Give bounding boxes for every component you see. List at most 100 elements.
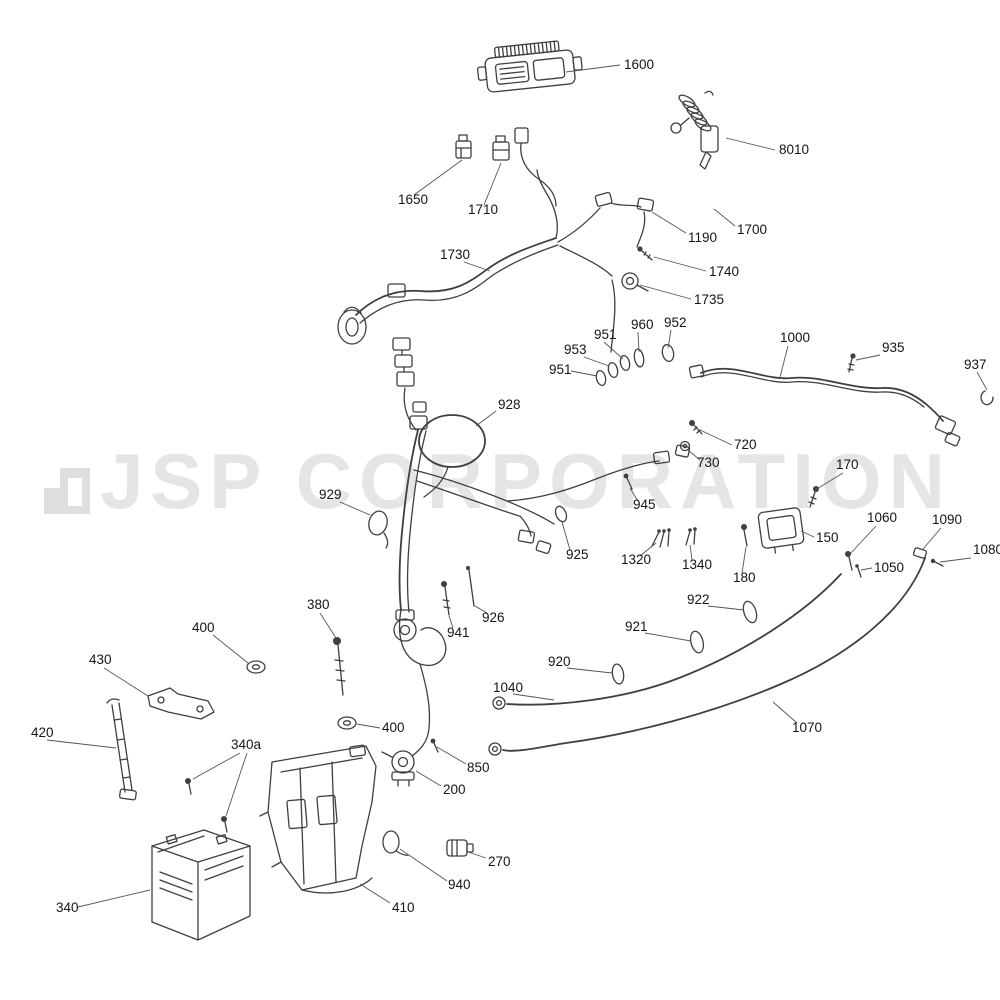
part-art-bolt-180: [741, 524, 748, 547]
part-label-1080: 1080: [973, 542, 1000, 557]
part-art-connector-270: [446, 839, 474, 857]
part-art-ring-921: [689, 630, 705, 654]
part-label-1070: 1070: [792, 720, 822, 735]
watermark: JSP CORPORATION: [44, 437, 952, 525]
part-label-941: 941: [447, 625, 470, 640]
part-label-926: 926: [482, 610, 505, 625]
watermark-text: JSP CORPORATION: [100, 437, 952, 525]
part-art-switch-200: [381, 750, 415, 787]
part-art-module-150: [757, 507, 805, 554]
part-label-1340: 1340: [682, 557, 712, 572]
leader-lines: [46, 64, 988, 908]
part-label-925: 925: [566, 547, 589, 562]
part-art-ring-951-upper: [619, 354, 631, 372]
part-label-270: 270: [488, 854, 511, 869]
part-label-410: 410: [392, 900, 415, 915]
part-label-420: 420: [31, 725, 54, 740]
part-art-ring-952: [661, 343, 675, 363]
part-labels: 1600 8010 1650 1710 1190 1700 1730 1740 …: [31, 57, 1000, 915]
part-label-1700: 1700: [737, 222, 767, 237]
part-label-1730: 1730: [440, 247, 470, 262]
part-art-fitting-1090: [912, 547, 928, 559]
part-label-922: 922: [687, 592, 710, 607]
part-art-tether-8010: [670, 90, 719, 170]
part-label-730: 730: [697, 455, 720, 470]
part-label-935: 935: [882, 340, 905, 355]
part-label-1000: 1000: [780, 330, 810, 345]
part-art-bolt-380: [333, 637, 346, 696]
part-art-washer-730: [679, 440, 691, 452]
part-label-150: 150: [816, 530, 839, 545]
part-label-1060: 1060: [867, 510, 897, 525]
part-label-430: 430: [89, 652, 112, 667]
part-label-921: 921: [625, 619, 648, 634]
part-art-bolt-941: [441, 581, 451, 616]
part-label-1090: 1090: [932, 512, 962, 527]
part-art-wire-loop-928: [418, 414, 486, 498]
part-art-screws-1320: [651, 528, 671, 548]
watermark-logo-icon: [44, 468, 90, 514]
part-art-ecu-1600: [476, 40, 583, 93]
part-art-sensor-1735: [621, 272, 649, 292]
part-art-ring-922: [742, 600, 758, 624]
part-art-screw-1060: [845, 551, 853, 571]
part-art-cable-1000: [688, 364, 961, 447]
part-art-clip-937: [980, 390, 994, 406]
part-art-tray-410: [259, 744, 377, 894]
part-art-battery-340: [151, 829, 251, 941]
part-art-cable-1040: [492, 573, 842, 710]
part-art-bolts-340a: [185, 778, 228, 833]
part-art-washer-400-right: [337, 716, 357, 730]
part-art-ring-920: [611, 663, 625, 685]
part-label-1320: 1320: [621, 552, 651, 567]
part-label-920: 920: [548, 654, 571, 669]
part-label-400-left: 400: [192, 620, 215, 635]
part-label-1735: 1735: [694, 292, 724, 307]
part-art-rod-420: [106, 698, 137, 801]
part-art-screw-935: [847, 353, 856, 373]
part-label-380: 380: [307, 597, 330, 612]
part-art-cable-1070: [488, 557, 926, 756]
part-art-wire-929: [368, 510, 389, 549]
part-art-ring-925: [554, 505, 568, 523]
part-art-bracket-430: [147, 687, 215, 720]
part-art-washer-400-left: [246, 660, 266, 674]
diagram-art: [106, 40, 994, 941]
part-label-1600: 1600: [624, 57, 654, 72]
part-label-400-right: 400: [382, 720, 405, 735]
part-art-ring-951-lower: [595, 369, 607, 387]
part-art-harness-1730: [337, 169, 655, 431]
part-label-1040: 1040: [493, 680, 523, 695]
part-art-pin-926: [466, 566, 475, 607]
part-art-connector-1650: [455, 134, 472, 159]
part-label-180: 180: [733, 570, 756, 585]
part-label-953: 953: [564, 342, 587, 357]
part-label-937: 937: [964, 357, 987, 372]
part-label-960: 960: [631, 317, 654, 332]
part-art-clamp-940: [382, 830, 409, 856]
part-art-connector-1710: [492, 135, 510, 161]
part-label-340: 340: [56, 900, 79, 915]
part-label-1050: 1050: [874, 560, 904, 575]
part-label-200: 200: [443, 782, 466, 797]
part-art-ring-960: [633, 348, 645, 368]
part-art-screws-1340: [685, 527, 697, 546]
part-label-340a: 340a: [231, 737, 262, 752]
part-label-1650: 1650: [398, 192, 428, 207]
part-art-harness-main: [393, 401, 691, 757]
part-art-screw-850: [430, 738, 439, 753]
part-label-8010: 8010: [779, 142, 809, 157]
part-label-1710: 1710: [468, 202, 498, 217]
part-label-928: 928: [498, 397, 521, 412]
part-art-ring-953: [607, 361, 619, 379]
part-label-850: 850: [467, 760, 490, 775]
part-label-720: 720: [734, 437, 757, 452]
part-art-pin-1050: [855, 564, 862, 578]
part-label-951-upper: 951: [594, 327, 617, 342]
part-label-170: 170: [836, 457, 859, 472]
part-art-screw-1080: [930, 558, 944, 567]
part-label-940: 940: [448, 877, 471, 892]
part-label-1190: 1190: [688, 230, 717, 245]
